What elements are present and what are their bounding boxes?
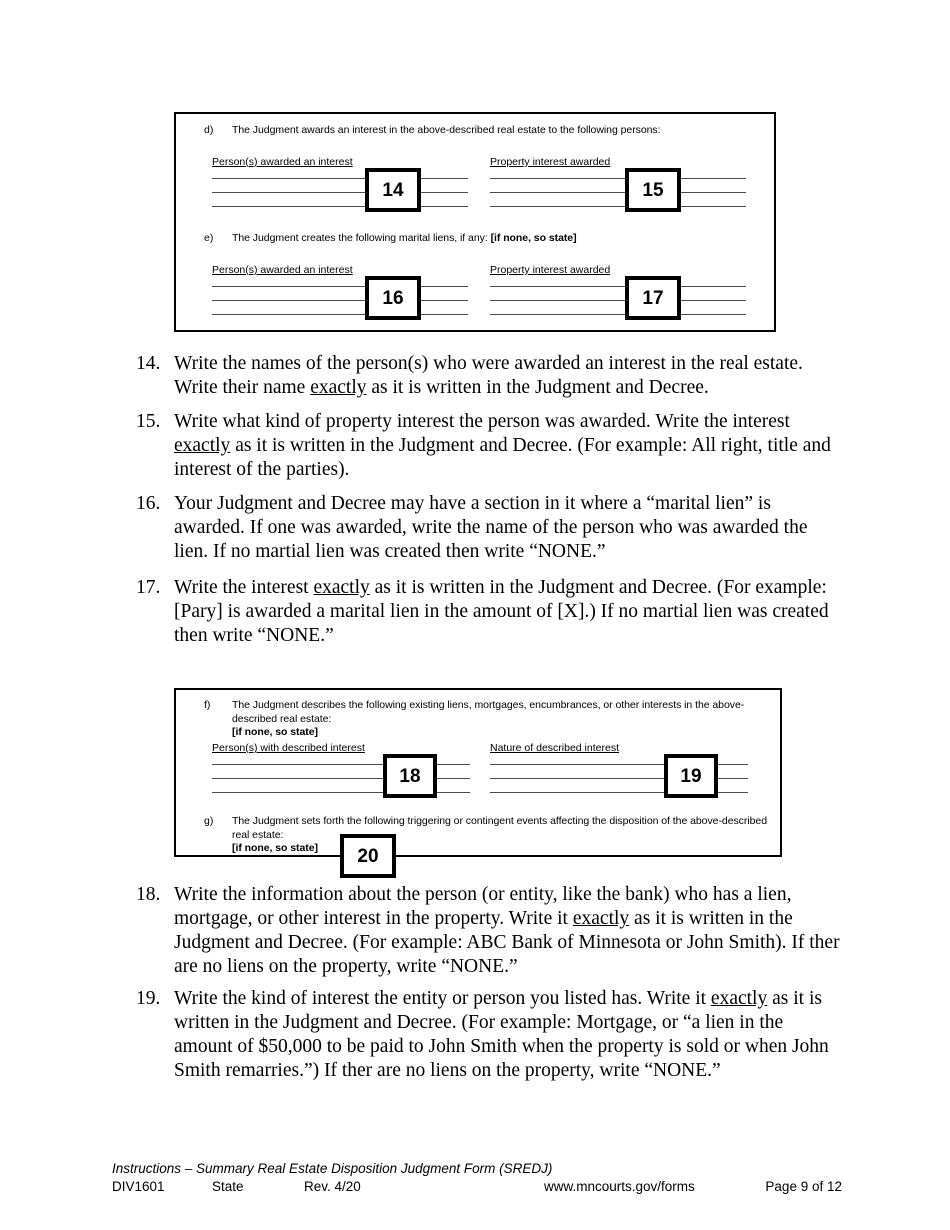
clause-g-text-main: The Judgment sets forth the following tr… [232,815,767,841]
clause-f: f) The Judgment describes the following … [204,699,774,740]
emphasis-exactly: exactly [310,377,367,398]
column-header-persons-awarded-e: Person(s) awarded an interest [212,264,353,276]
write-line[interactable] [212,300,468,301]
column-header-persons-awarded-d: Person(s) awarded an interest [212,156,353,168]
write-lines-persons-d[interactable] [212,178,468,207]
footer-revision: Rev. 4/20 [304,1179,361,1194]
form-excerpt-box-de: d) The Judgment awards an interest in th… [174,112,776,332]
instruction-run: as it is written in the Judgment and Dec… [174,435,831,480]
write-line[interactable] [212,206,468,207]
instruction-18-text: Write the information about the person (… [174,883,842,979]
write-line[interactable] [490,778,748,779]
write-lines-persons-f[interactable] [212,764,470,793]
footer-url[interactable]: www.mncourts.gov/forms [544,1179,695,1194]
footer-page-number: Page 9 of 12 [765,1179,842,1194]
instruction-14-number: 14. [136,353,161,374]
column-header-persons-described-f: Person(s) with described interest [212,742,365,754]
write-line[interactable] [490,300,746,301]
instruction-run: as it is written in the Judgment and Dec… [174,908,840,977]
form-excerpt-box-fg: f) The Judgment describes the following … [174,688,782,857]
instruction-run: Write the information about the person (… [174,884,792,929]
clause-e: e) The Judgment creates the following ma… [204,232,759,246]
callout-20: 20 [340,834,396,878]
clause-d: d) The Judgment awards an interest in th… [204,124,759,138]
clause-g-text-bold: [if none, so state] [232,842,318,854]
write-line[interactable] [490,178,746,179]
callout-16: 16 [365,276,421,320]
emphasis-exactly: exactly [572,908,630,929]
footer-state: State [212,1179,244,1194]
instruction-17-number: 17. [136,577,161,598]
clause-e-text-main: The Judgment creates the following marit… [232,232,491,244]
instruction-19-text: Write the kind of interest the entity or… [174,987,842,1083]
write-line[interactable] [490,792,748,793]
instruction-run: Write the names of the person(s) who wer… [174,353,803,398]
write-line[interactable] [490,192,746,193]
instruction-14-text: Write the names of the person(s) who wer… [174,352,842,400]
instruction-run: Write what kind of property interest the… [174,411,790,432]
instruction-19: 19. Write the kind of interest the entit… [136,987,842,1083]
clause-f-text-main: The Judgment describes the following exi… [232,699,745,725]
instruction-15-text: Write what kind of property interest the… [174,410,842,482]
column-header-property-interest-e: Property interest awarded [490,264,611,276]
clause-e-text-bold: [if none, so state] [490,232,577,244]
write-line[interactable] [212,764,470,765]
write-line[interactable] [212,314,468,315]
instruction-run: Your Judgment and Decree may have a sect… [174,493,808,562]
callout-17: 17 [625,276,681,320]
write-lines-property-d[interactable] [490,178,746,207]
column-header-nature-described-f: Nature of described interest [490,742,619,754]
instruction-run: Write the interest [174,577,314,598]
write-line[interactable] [490,206,746,207]
footer-meta-row: DIV1601 State Rev. 4/20 www.mncourts.gov… [112,1178,842,1196]
clause-f-text-bold: [if none, so state] [232,726,318,738]
clause-d-letter: d) [204,124,214,136]
instruction-18-number: 18. [136,884,161,905]
clause-g: g) The Judgment sets forth the following… [204,815,774,856]
callout-19: 19 [664,754,718,798]
instruction-15: 15. Write what kind of property interest… [136,410,842,482]
instruction-16-number: 16. [136,493,161,514]
instruction-run: as it is written in the Judgment and Dec… [174,988,829,1081]
clause-f-letter: f) [204,699,211,711]
instruction-18: 18. Write the information about the pers… [136,883,842,979]
instruction-16: 16. Your Judgment and Decree may have a … [136,492,842,564]
write-line[interactable] [212,192,468,193]
instruction-14: 14. Write the names of the person(s) who… [136,352,842,400]
clause-f-text: The Judgment describes the following exi… [232,699,774,740]
write-line[interactable] [212,286,468,287]
page-footer: Instructions – Summary Real Estate Dispo… [112,1160,842,1196]
clause-g-text: The Judgment sets forth the following tr… [232,815,774,856]
callout-18: 18 [383,754,437,798]
write-line[interactable] [490,764,748,765]
write-line[interactable] [212,778,470,779]
callout-15: 15 [625,168,681,212]
clause-d-text: The Judgment awards an interest in the a… [232,124,661,136]
write-line[interactable] [490,314,746,315]
write-lines-nature-f[interactable] [490,764,748,793]
write-line[interactable] [490,286,746,287]
footer-form-title: Instructions – Summary Real Estate Dispo… [112,1161,553,1176]
instruction-15-number: 15. [136,411,161,432]
footer-form-id: DIV1601 [112,1179,165,1194]
emphasis-exactly: exactly [174,435,231,456]
clause-e-letter: e) [204,232,214,244]
instruction-17-text: Write the interest exactly as it is writ… [174,576,842,648]
instruction-run: Write the kind of interest the entity or… [174,988,711,1009]
instruction-17: 17. Write the interest exactly as it is … [136,576,842,648]
write-line[interactable] [212,792,470,793]
write-lines-property-e[interactable] [490,286,746,315]
column-header-property-interest-d: Property interest awarded [490,156,611,168]
emphasis-exactly: exactly [313,577,370,598]
write-line[interactable] [212,178,468,179]
instruction-run: as it is written in the Judgment and Dec… [366,377,709,398]
clause-g-letter: g) [204,815,214,827]
write-lines-persons-e[interactable] [212,286,468,315]
instruction-run: as it is written in the Judgment and Dec… [174,577,829,646]
callout-14: 14 [365,168,421,212]
instruction-16-text: Your Judgment and Decree may have a sect… [174,492,842,564]
emphasis-exactly: exactly [710,988,768,1009]
instruction-19-number: 19. [136,988,161,1009]
clause-e-text: The Judgment creates the following marit… [232,232,577,246]
